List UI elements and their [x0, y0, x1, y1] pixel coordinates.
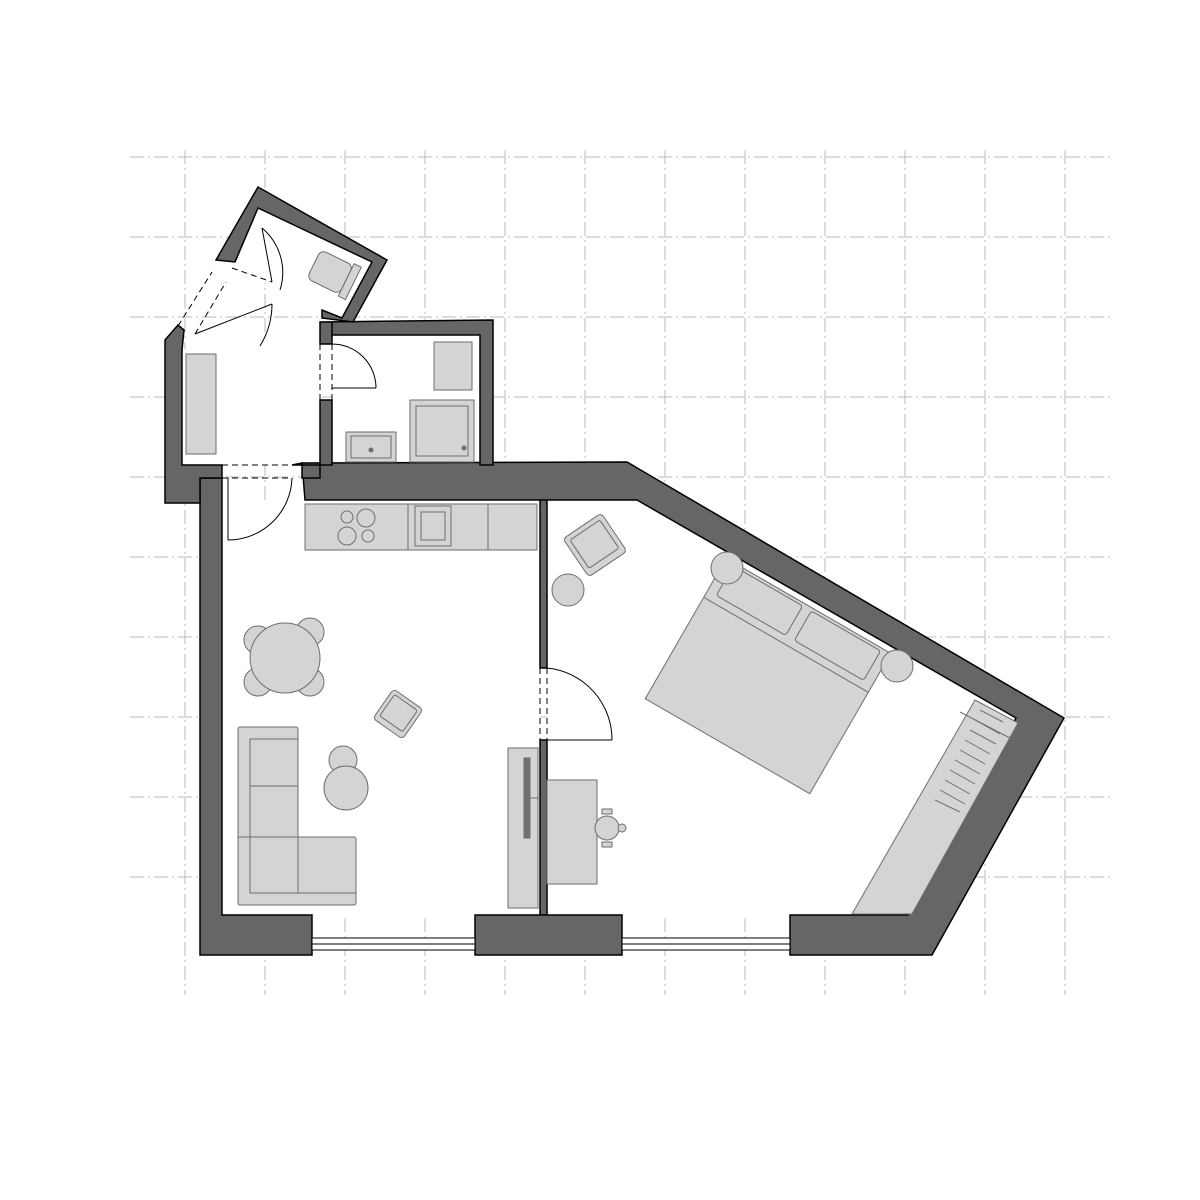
dining-table	[243, 617, 325, 697]
furniture	[185, 251, 1019, 915]
washing-machine	[433, 341, 473, 391]
wall-wc	[214, 185, 389, 323]
door-bedroom[interactable]	[539, 667, 613, 741]
exterior-wall-main	[199, 461, 1066, 956]
coat-rack	[185, 353, 217, 455]
door-wc[interactable]	[231, 227, 284, 291]
armchair-living	[374, 690, 422, 738]
window-bedroom	[621, 937, 791, 951]
side-table-bedroom	[551, 573, 585, 607]
door-entrance[interactable]	[177, 271, 273, 347]
shower-tray-icon	[409, 399, 475, 463]
sink-icon	[345, 431, 397, 463]
coffee-table	[323, 765, 369, 811]
double-bed-icon	[644, 557, 892, 795]
windows	[311, 937, 791, 951]
desk	[546, 779, 598, 885]
wardrobe	[851, 699, 1019, 915]
nightstand-left	[710, 551, 744, 585]
cooktop-icon	[337, 508, 376, 546]
corner-sofa-icon	[237, 726, 357, 906]
wardrobe-hangers	[934, 709, 1004, 813]
door-bathroom[interactable]	[319, 343, 377, 400]
toilet-icon	[308, 251, 362, 301]
tv-unit	[507, 747, 539, 909]
window-living	[311, 937, 476, 951]
nightstand-right	[880, 649, 914, 683]
armchair-bedroom	[564, 514, 626, 576]
desk-chair	[594, 808, 627, 848]
kitchen-sink-icon	[414, 505, 452, 547]
door-living[interactable]	[222, 464, 293, 541]
tv-icon	[523, 757, 540, 839]
doors	[177, 227, 613, 741]
